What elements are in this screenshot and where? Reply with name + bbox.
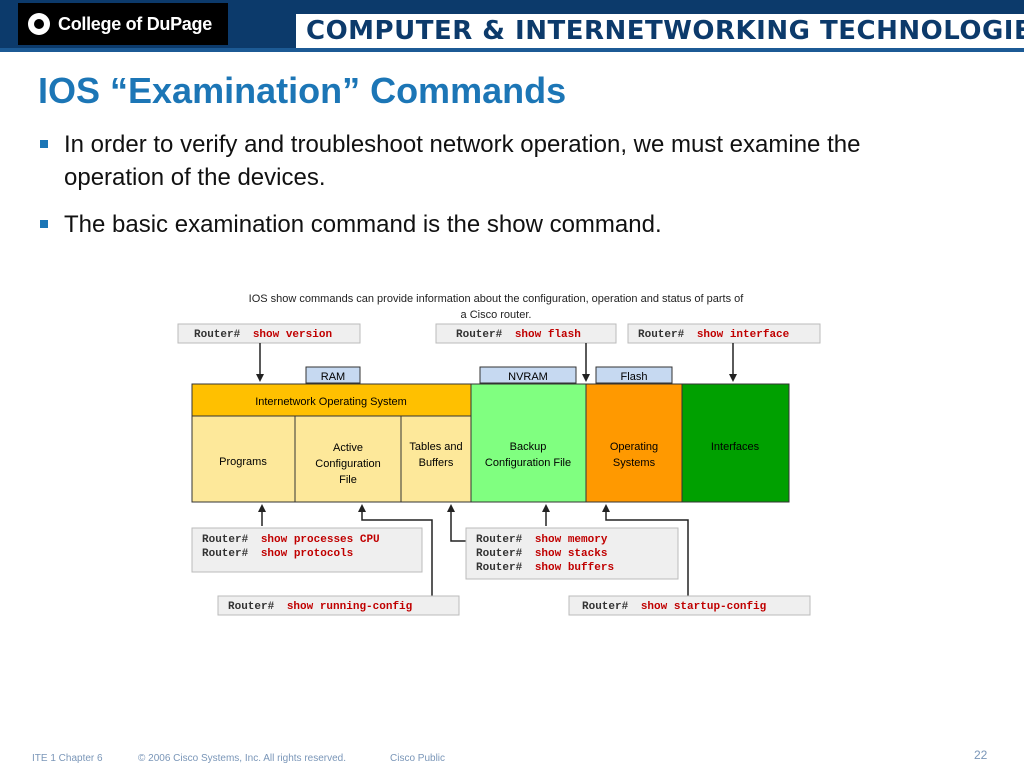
- command-box-processes-protocols: Router# show processes CPU Router# show …: [191, 527, 423, 573]
- block-active-config: Active Configuration File: [294, 415, 402, 503]
- command-show-running-config: show running-config: [287, 601, 412, 613]
- command-box-show-version: Router# show version: [177, 323, 361, 344]
- footer-chapter: ITE 1 Chapter 6: [32, 753, 103, 764]
- svg-text:Backup: Backup: [510, 441, 547, 453]
- command-box-show-flash: Router# show flash: [435, 323, 617, 344]
- command-show-version: show version: [253, 329, 332, 341]
- svg-text:Internetwork Operating System: Internetwork Operating System: [255, 396, 407, 408]
- svg-text:Configuration: Configuration: [315, 458, 380, 470]
- command-box-show-interface: Router# show interface: [627, 323, 821, 344]
- footer-classification: Cisco Public: [390, 753, 446, 764]
- svg-text:Router# show memory: Router# show memory: [476, 534, 608, 546]
- block-interfaces: Interfaces: [681, 383, 790, 503]
- command-show-interface: show interface: [697, 329, 790, 341]
- svg-text:Router# show flash: Router# show flash: [456, 329, 581, 341]
- command-show-memory: show memory: [535, 534, 608, 546]
- command-show-processes: show processes CPU: [261, 534, 380, 546]
- slide-title: IOS “Examination” Commands: [38, 70, 567, 111]
- command-show-buffers: show buffers: [535, 562, 614, 574]
- page-number: 22: [974, 748, 988, 762]
- tab-nvram: NVRAM: [479, 366, 577, 384]
- svg-text:Buffers: Buffers: [419, 457, 454, 469]
- arrow-startup-config: [602, 504, 689, 596]
- svg-text:Systems: Systems: [613, 457, 656, 469]
- svg-text:Router# show version: Router# show version: [194, 329, 332, 341]
- block-operating-systems: Operating Systems: [585, 383, 683, 503]
- svg-text:Router# show buffers: Router# show buffers: [476, 562, 614, 574]
- command-show-protocols: show protocols: [261, 548, 353, 560]
- svg-text:Router# show stacks: Router# show stacks: [476, 548, 607, 560]
- svg-text:Tables and: Tables and: [409, 441, 462, 453]
- block-programs: Programs: [191, 415, 296, 503]
- svg-text:Operating: Operating: [610, 441, 658, 453]
- square-bullet-icon: [40, 140, 48, 148]
- bullet-list: In order to verify and troubleshoot netw…: [38, 128, 878, 255]
- bullet-text: In order to verify and troubleshoot netw…: [64, 131, 861, 191]
- router-prompt: Router#: [582, 601, 629, 613]
- college-logo: College of DuPage: [18, 3, 228, 45]
- svg-text:Active: Active: [333, 442, 363, 454]
- command-show-flash: show flash: [515, 329, 581, 341]
- tab-ram: RAM: [305, 366, 361, 384]
- svg-text:NVRAM: NVRAM: [508, 371, 548, 383]
- svg-text:Router# show running-con: Router# show running-config: [228, 601, 412, 613]
- command-show-stacks: show stacks: [535, 548, 608, 560]
- block-backup-config: Backup Configuration File: [470, 383, 587, 503]
- router-prompt: Router#: [202, 548, 249, 560]
- svg-text:Interfaces: Interfaces: [711, 441, 760, 453]
- svg-text:Router# show protocols: Router# show protocols: [202, 548, 353, 560]
- square-bullet-icon: [40, 220, 48, 228]
- svg-text:Programs: Programs: [219, 456, 267, 468]
- router-prompt: Router#: [202, 534, 249, 546]
- arrow-memory: [447, 504, 466, 542]
- header-divider: [0, 48, 1024, 52]
- router-prompt: Router#: [638, 329, 685, 341]
- svg-text:Configuration File: Configuration File: [485, 457, 571, 469]
- svg-text:RAM: RAM: [321, 371, 345, 383]
- svg-text:File: File: [339, 474, 357, 486]
- router-prompt: Router#: [476, 548, 523, 560]
- arrow-running-config: [358, 504, 433, 596]
- svg-text:Router# show startup-con: Router# show startup-config: [582, 601, 766, 613]
- bullet-item: In order to verify and troubleshoot netw…: [38, 128, 878, 194]
- router-prompt: Router#: [228, 601, 275, 613]
- command-box-startup-config: Router# show startup-config: [568, 595, 811, 616]
- router-prompt: Router#: [476, 534, 523, 546]
- command-show-startup-config: show startup-config: [641, 601, 766, 613]
- command-box-running-config: Router# show running-config: [217, 595, 460, 616]
- block-tables-buffers: Tables and Buffers: [400, 415, 472, 503]
- college-logo-text: College of DuPage: [58, 13, 212, 34]
- tab-flash: Flash: [595, 366, 673, 384]
- bullet-item: The basic examination command is the sho…: [38, 208, 878, 241]
- college-logo-icon: [28, 13, 50, 35]
- program-banner: COMPUTER & INTERNETWORKING TECHNOLOGIES: [296, 14, 1024, 48]
- diagram-caption-line2: a Cisco router.: [461, 309, 532, 321]
- router-prompt: Router#: [194, 329, 241, 341]
- svg-text:Flash: Flash: [621, 371, 648, 383]
- program-banner-text: COMPUTER & INTERNETWORKING TECHNOLOGIES: [306, 16, 1024, 46]
- diagram-caption-line1: IOS show commands can provide informatio…: [249, 293, 745, 305]
- router-prompt: Router#: [456, 329, 503, 341]
- ios-bar: Internetwork Operating System: [191, 383, 472, 417]
- router-prompt: Router#: [476, 562, 523, 574]
- footer-copyright: © 2006 Cisco Systems, Inc. All rights re…: [138, 753, 347, 764]
- command-box-memory-stacks-buffers: Router# show memory Router# show stacks …: [465, 527, 679, 580]
- bullet-text: The basic examination command is the sho…: [64, 211, 662, 238]
- svg-text:Router# show processes C: Router# show processes CPU: [202, 534, 380, 546]
- svg-text:Router# show interface: Router# show interface: [638, 329, 790, 341]
